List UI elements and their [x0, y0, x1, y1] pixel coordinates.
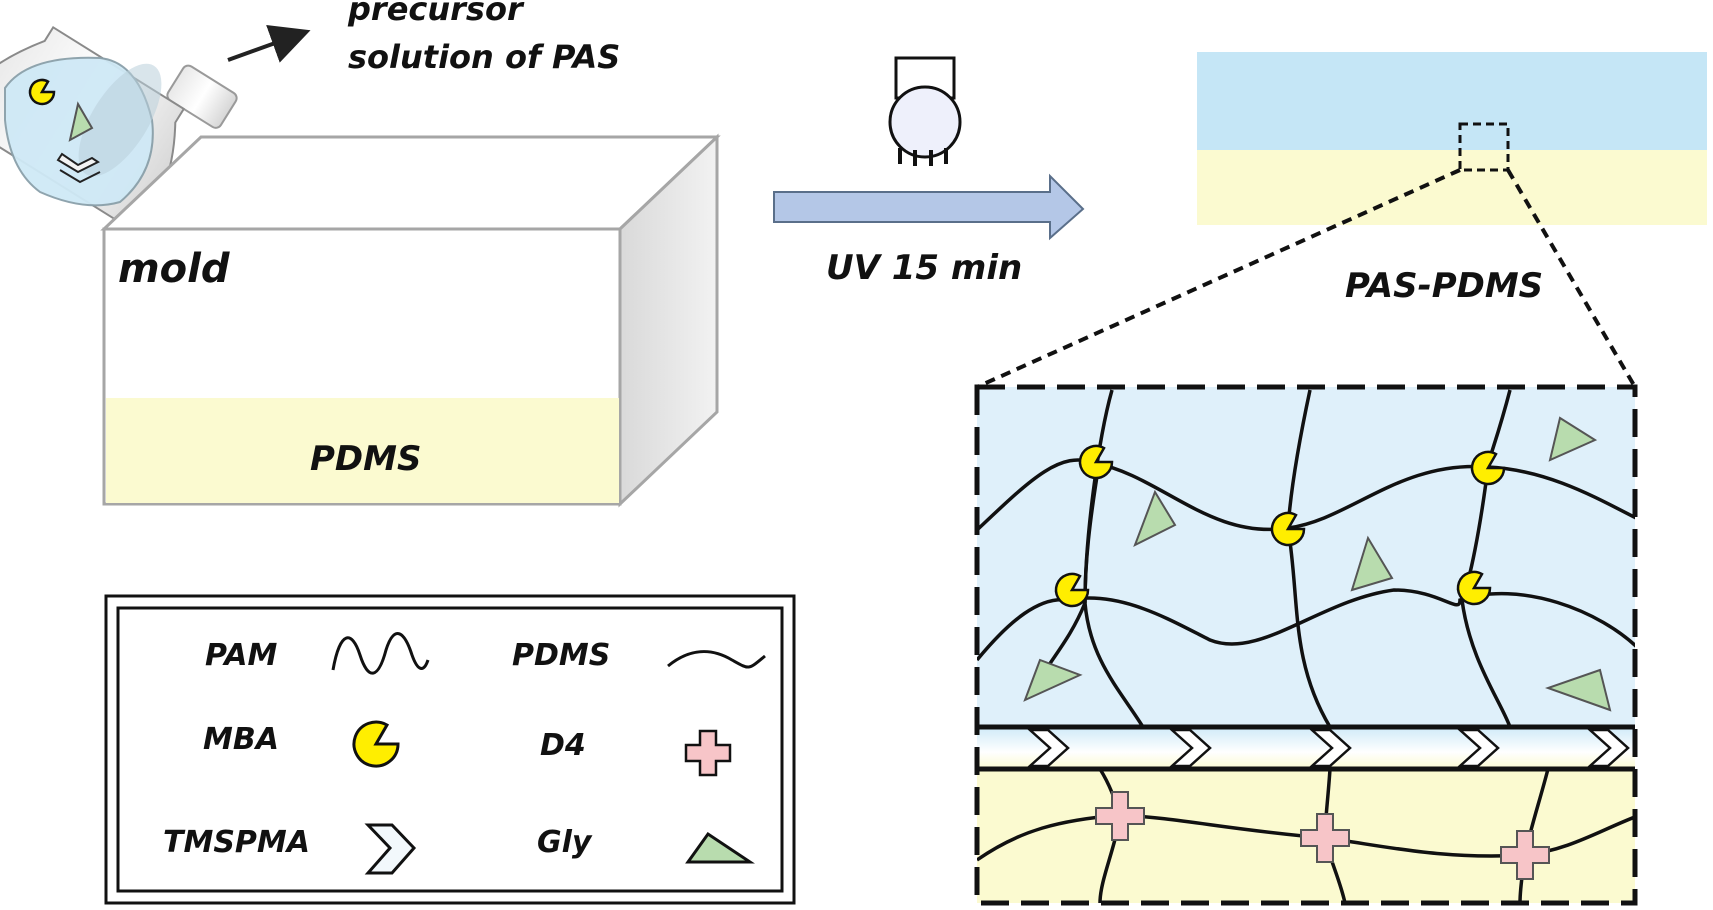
pas-layer: [1197, 52, 1707, 150]
gly-icon: [1548, 416, 1598, 462]
legend-label-mba: MBA: [203, 722, 279, 757]
flask-gly-icon: [68, 101, 94, 142]
d4-crosslinks: [1095, 791, 1550, 880]
tmspma-icon: [1308, 728, 1352, 768]
process-arrow: [773, 173, 1085, 241]
tmspma-icon: [1026, 728, 1070, 768]
pdms-layer: [106, 398, 619, 503]
legend: PAM PDMS MBA D4 TMSPMA Gly: [104, 594, 796, 905]
mba-crosslink-icon: [1470, 450, 1506, 486]
wavy-line-icon: [331, 632, 430, 675]
gly-icon: [1350, 535, 1394, 592]
legend-inner-frame: [116, 606, 784, 893]
zoom-region-box: [1458, 122, 1510, 172]
zoom-line-left: [976, 168, 1461, 389]
zoom-detail: [974, 384, 1638, 906]
legend-label-gly: Gly: [537, 825, 593, 860]
chevron-icon: [364, 823, 417, 875]
flask-mba-icon: [28, 78, 56, 106]
mba-crosslink-icon: [1270, 511, 1306, 547]
precursor-label-line1: precursor: [347, 0, 525, 28]
legend-label-pam: PAM: [205, 638, 277, 673]
smooth-wave-icon: [667, 650, 766, 669]
pdms-layer-label: PDMS: [310, 439, 421, 479]
mba-crosslink-icon: [1078, 444, 1114, 480]
green-triangle-icon: [685, 831, 755, 864]
tmspma-chevrons: [1026, 728, 1630, 768]
uv-lamp-icon: [888, 56, 962, 166]
mba-crosslink-icon: [1054, 572, 1090, 608]
tmspma-icon: [1586, 728, 1630, 768]
legend-label-pdms: PDMS: [512, 638, 610, 673]
legend-label-d4: D4: [540, 728, 586, 763]
d4-icon: [1500, 830, 1550, 880]
gly-icon: [1133, 489, 1177, 548]
flask-tmspma-icon: [56, 152, 100, 174]
pour-arrow: [227, 25, 311, 63]
d4-icon: [1095, 791, 1145, 841]
uv-label: UV 15 min: [826, 248, 1022, 288]
pacman-icon: [352, 720, 400, 768]
zoom-line-right: [1506, 168, 1637, 389]
flask-tmspma-icon-2: [59, 169, 101, 184]
tmspma-icon: [1168, 728, 1212, 768]
flask-opening: [78, 63, 162, 177]
tmspma-icon: [1456, 728, 1500, 768]
gly-icon: [1544, 668, 1612, 712]
d4-icon: [1300, 813, 1350, 863]
legend-outer-frame: [104, 594, 796, 905]
precursor-label-line2: solution of PAS: [348, 38, 620, 76]
pdms-base-layer: [1197, 150, 1707, 225]
mold-top-face: [100, 135, 721, 231]
legend-label-tmspma: TMSPMA: [163, 825, 310, 860]
mba-crosslink-icon: [1456, 570, 1492, 606]
pink-cross-icon: [684, 729, 732, 777]
mold-label: mold: [118, 246, 230, 292]
mold-box: mold PDMS: [100, 133, 721, 508]
result-label: PAS-PDMS: [1345, 266, 1543, 306]
zoom-frame: [974, 384, 1638, 906]
zoom-interface-strip: [977, 727, 1635, 769]
gly-icon: [1023, 658, 1083, 702]
